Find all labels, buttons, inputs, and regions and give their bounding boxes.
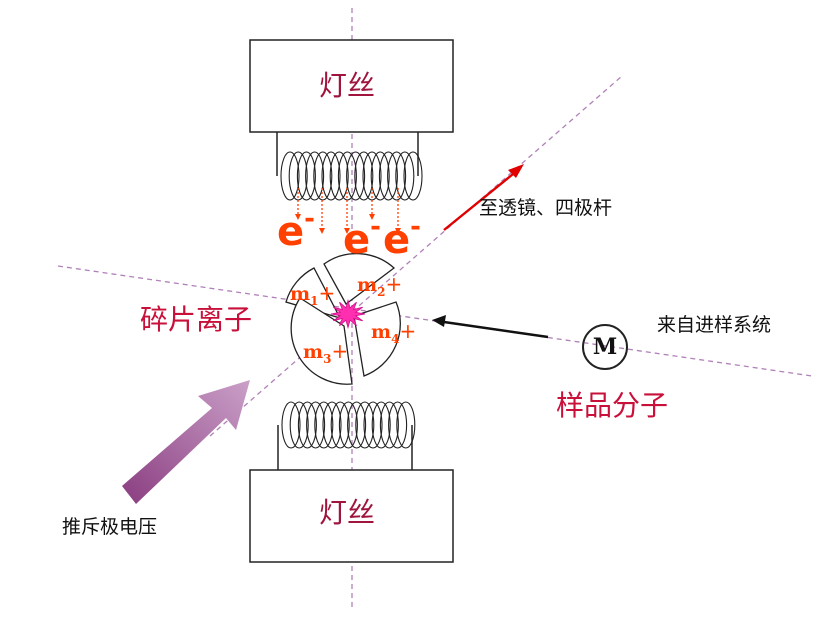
- coil-loop: [388, 401, 408, 449]
- coil-loop: [330, 401, 350, 449]
- fragment-label-4: m4+: [371, 319, 417, 346]
- to-lens-arrowhead: [508, 164, 524, 178]
- emission-arrowhead: [369, 214, 375, 220]
- coil-loop: [297, 401, 317, 449]
- from-sampler-arrow: [443, 320, 549, 339]
- coil-loop: [396, 401, 416, 449]
- coil-loop: [370, 151, 390, 201]
- coil-loop: [387, 151, 407, 201]
- electron-1: e-: [277, 204, 315, 255]
- to-lens-arrow: [443, 169, 519, 231]
- bottom-filament-box: [249, 469, 454, 563]
- coil-loop: [321, 151, 341, 201]
- coil-loop: [355, 401, 375, 449]
- coil-loop: [289, 401, 309, 449]
- coil-loop: [371, 401, 391, 449]
- coil-loop: [379, 401, 399, 449]
- diagonal-axis-line: [209, 75, 623, 437]
- fragment-label-1: m1+: [290, 281, 336, 308]
- ionization-burst: [330, 298, 366, 330]
- bottom-filament-coil: [281, 401, 416, 449]
- coil-loop: [347, 401, 367, 449]
- electron-emission-arrows: [295, 188, 401, 234]
- repeller-voltage-label: 推斥极电压: [62, 516, 158, 538]
- emission-arrowhead: [295, 214, 301, 220]
- fragment-wedge-2: [323, 252, 396, 305]
- coil-loop: [306, 401, 326, 449]
- sample-molecule-circle: M: [582, 324, 628, 370]
- bottom-filament-label: 灯丝: [319, 496, 376, 529]
- fragment-label-2: m2+: [357, 272, 403, 299]
- coil-loop: [313, 151, 333, 201]
- coil-loop: [322, 401, 342, 449]
- electron-3: e-: [383, 212, 421, 263]
- emission-arrowhead: [319, 228, 325, 234]
- coil-loop: [354, 151, 374, 201]
- fragment-ions-label: 碎片离子: [140, 303, 253, 336]
- coil-loop: [305, 151, 325, 201]
- top-filament-box: [249, 39, 454, 133]
- emission-arrowhead: [395, 228, 401, 234]
- coil-loop: [403, 151, 423, 201]
- from-sampler-label: 来自进样系统: [657, 314, 772, 336]
- top-filament-label: 灯丝: [319, 69, 376, 102]
- fragment-wedge-3: [290, 297, 353, 385]
- coil-loop: [281, 401, 301, 449]
- electron-2: e-: [343, 212, 381, 263]
- emission-arrowhead: [344, 228, 350, 234]
- to-lens-label: 至透镜、四极杆: [479, 197, 613, 219]
- coil-loop: [314, 401, 334, 449]
- fragment-label-3: m3+: [303, 339, 349, 366]
- from-sampler-arrowhead: [432, 315, 446, 327]
- coil-loop: [346, 151, 366, 201]
- coil-loop: [296, 151, 316, 201]
- sample-molecule-label: 样品分子: [556, 389, 669, 422]
- coil-loop: [378, 151, 398, 201]
- coil-loop: [280, 151, 300, 201]
- repeller-arrow: [122, 380, 250, 504]
- fragment-wedge-4: [353, 301, 401, 377]
- coil-loop: [395, 151, 415, 201]
- coil-loop: [338, 401, 358, 449]
- coil-loop: [329, 151, 349, 201]
- coil-loop: [363, 401, 383, 449]
